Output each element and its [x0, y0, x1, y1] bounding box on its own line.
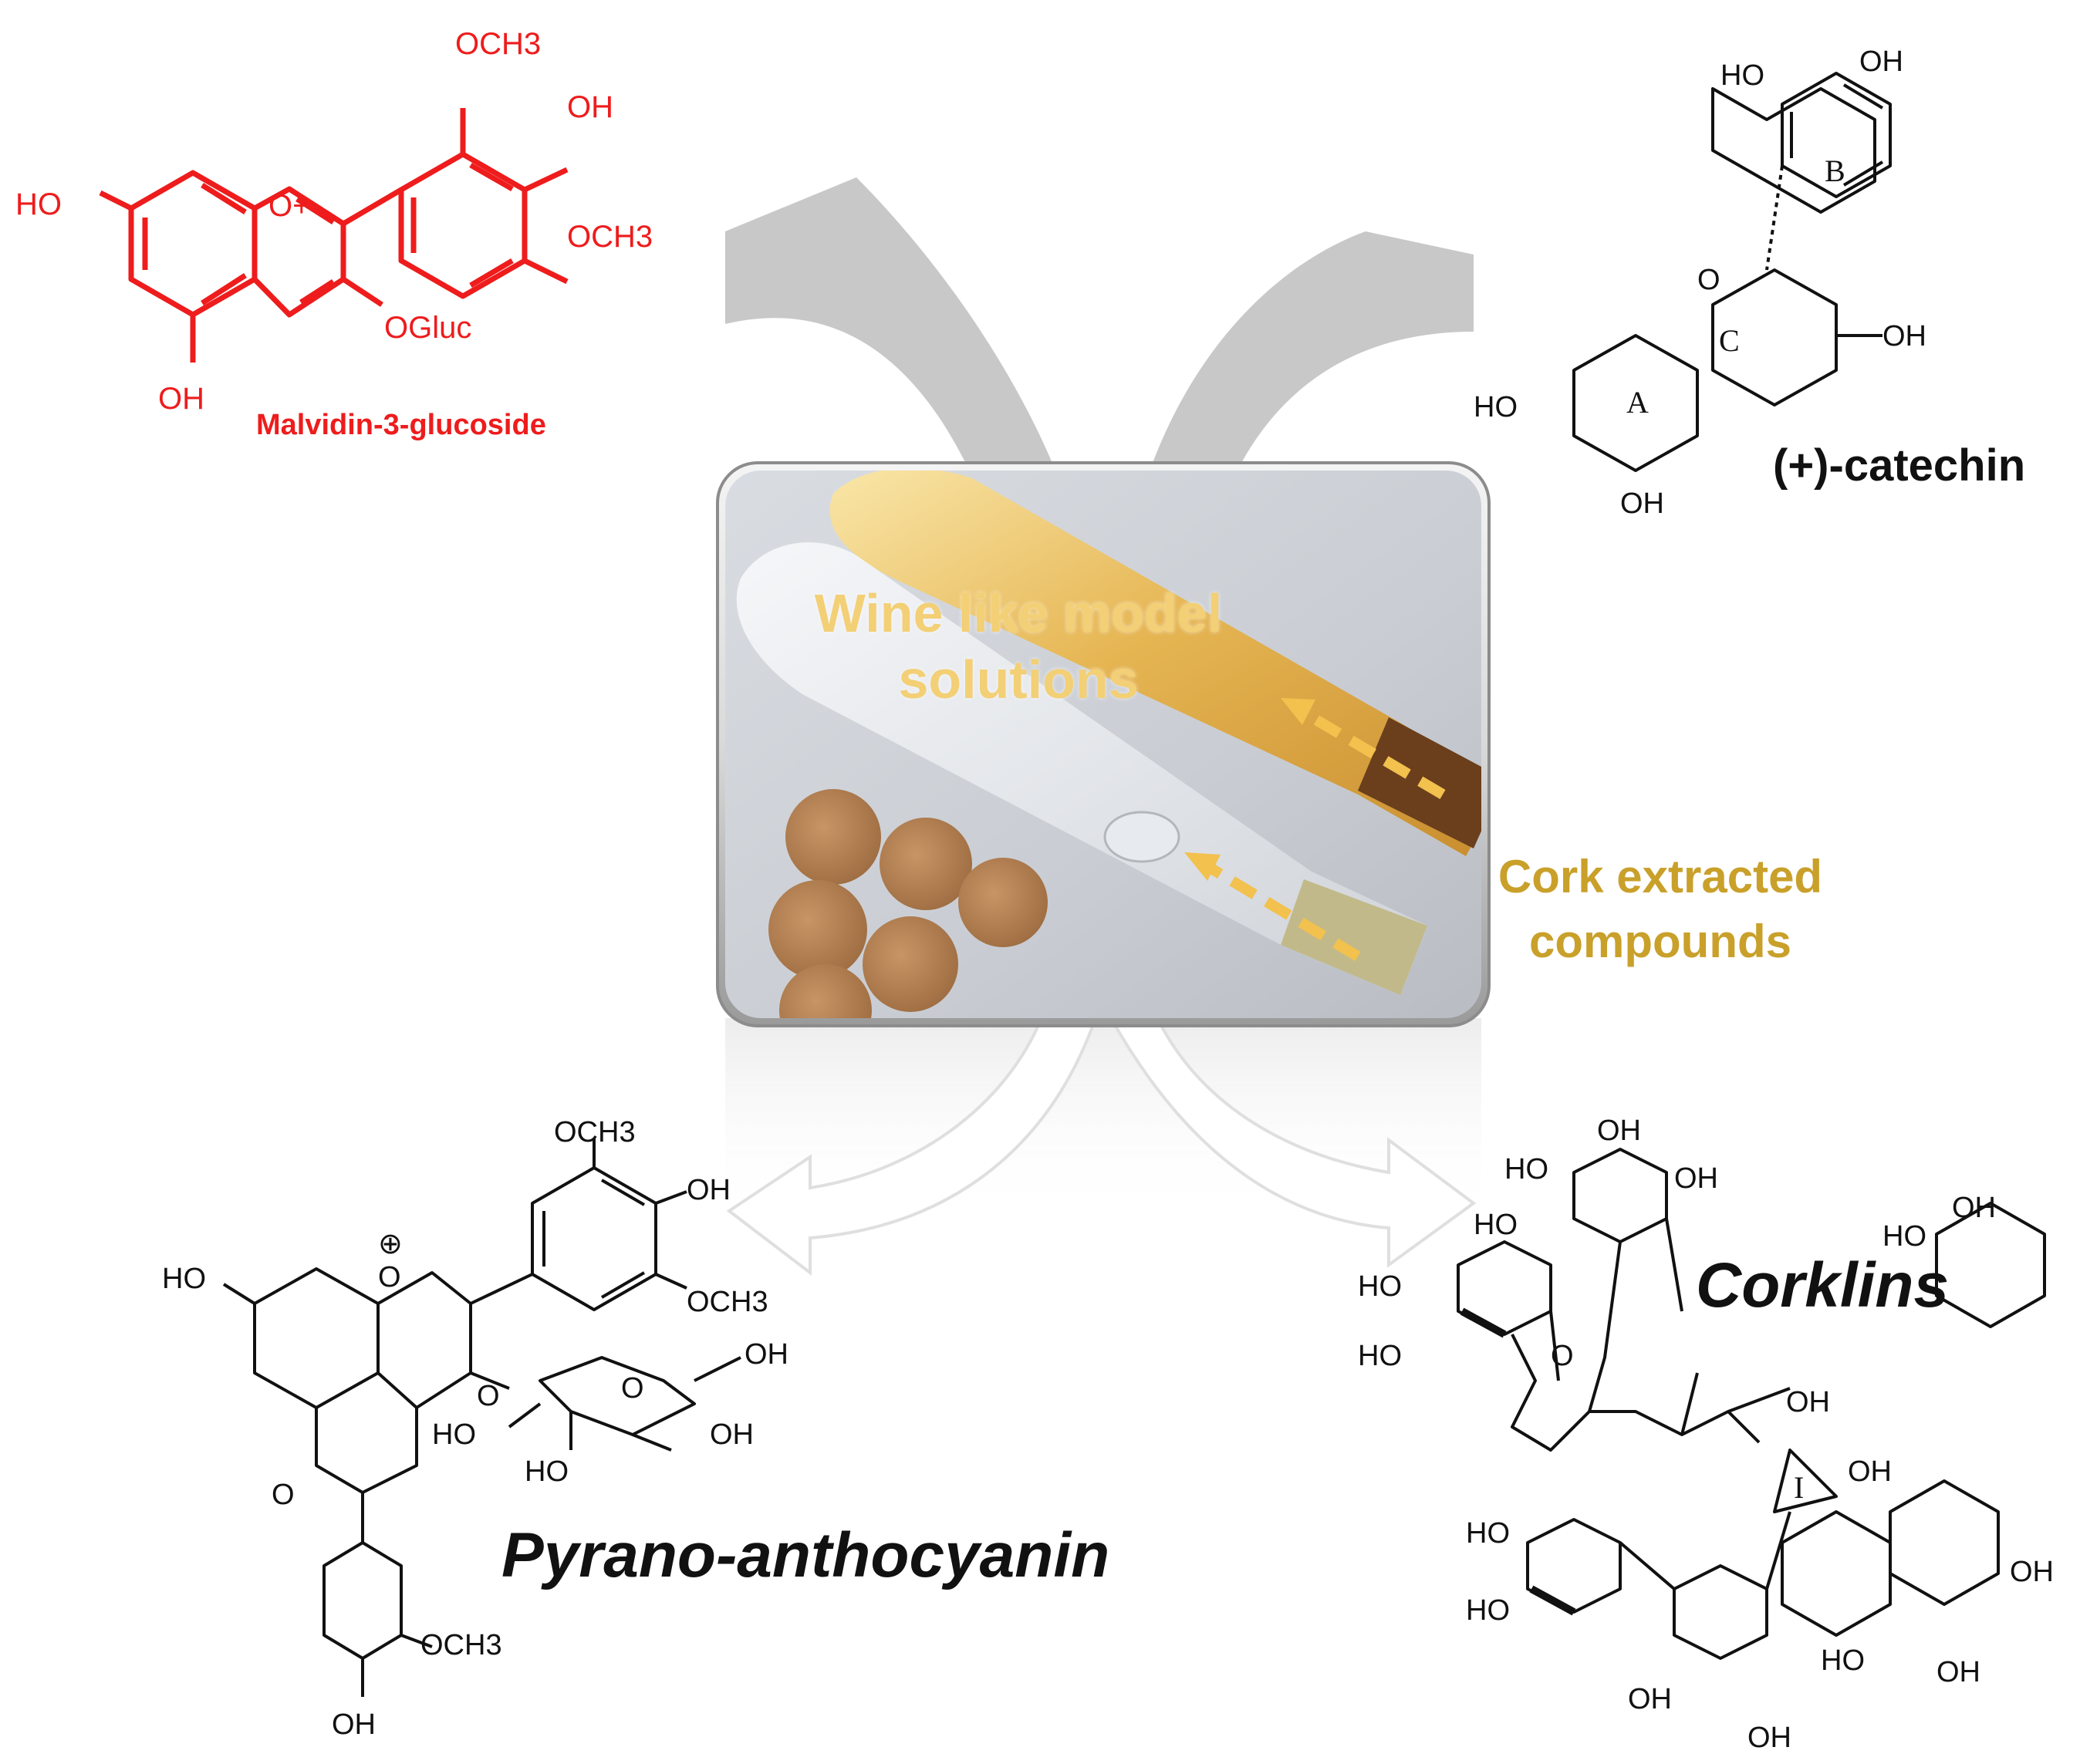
corklins-oh-8: OH [1628, 1683, 1672, 1715]
pyrano-oh-bottom: OH [332, 1708, 376, 1741]
pyrano-o-pyran: O [272, 1479, 295, 1511]
malvidin-title: Malvidin-3-glucoside [256, 409, 546, 441]
corklins-oh-4: OH [1848, 1455, 1892, 1488]
catechin-oh-bottom: OH [1620, 487, 1664, 520]
pyrano-atoms: OCH3 OH OCH3 HO O ⊕ O O OH HO OH HO O OC… [162, 1116, 788, 1741]
dashed-arrow-clear [1184, 852, 1361, 962]
pyrano-och3-bottom: OCH3 [420, 1629, 502, 1661]
pyrano-o-sugar: O [621, 1372, 644, 1405]
pyrano-oh-sugar-1: OH [745, 1338, 788, 1371]
malvidin-och3-right: OCH3 [567, 220, 653, 254]
pyrano-ho-sugar: HO [432, 1418, 476, 1451]
malvidin-ogluc: OGluc [384, 311, 471, 345]
center-title: Wine like model solutions [814, 583, 1223, 710]
corklins-structure [1457, 1148, 2046, 1660]
corklins-oh-1: OH [1597, 1115, 1641, 1147]
corklins-title: Corklins [1696, 1250, 1950, 1320]
corklins-oh-5: OH [1952, 1192, 1996, 1224]
malvidin-oh-right: OH [567, 90, 613, 124]
catechin-o-ring: O [1697, 264, 1720, 296]
malvidin-och3-top: OCH3 [455, 27, 541, 61]
cork-stoppers [768, 789, 1048, 1018]
corklins-atoms: OH HO OH HO HO HO O OH OH I OH HO OH HO … [1358, 1115, 2054, 1754]
pyrano-o-link: O [477, 1380, 500, 1412]
corklins-oh-2: OH [1674, 1162, 1718, 1195]
corklins-o-1: O [1551, 1340, 1574, 1372]
pyrano-oh-sugar-2: OH [710, 1418, 754, 1451]
corklins-ho-8: HO [1821, 1644, 1865, 1677]
clear-bottle [736, 542, 1427, 995]
catechin-ho-top: HO [1720, 59, 1764, 92]
corklins-ho-2: HO [1474, 1209, 1518, 1241]
pyrano-oh-top: OH [687, 1174, 731, 1206]
corklins-ho-3: HO [1358, 1270, 1402, 1303]
catechin-title: (+)-catechin [1773, 440, 2026, 491]
pyrano-charge: ⊕ [378, 1228, 403, 1260]
pyrano-o-plus: O [378, 1261, 401, 1293]
catechin-structure [1572, 72, 1892, 472]
malvidin-atoms: OCH3 OH OCH3 HO O+ OGluc OH [15, 27, 653, 416]
pyrano-title: Pyrano-anthocyanin [501, 1520, 1110, 1590]
corklins-ho-4: HO [1358, 1340, 1402, 1372]
faded-arrows [725, 1017, 1481, 1277]
cork-extracted-label: Cork extracted compounds [1498, 851, 1823, 967]
catechin-ring-c: C [1719, 323, 1740, 358]
pyrano-ho-sugar-2: HO [525, 1455, 569, 1488]
corklins-ho-1: HO [1504, 1153, 1548, 1186]
pyrano-och3-top: OCH3 [554, 1116, 636, 1148]
catechin-ho-left: HO [1474, 391, 1518, 423]
corklins-ho-5: HO [1882, 1220, 1926, 1253]
catechin-ring-b: B [1825, 153, 1845, 188]
pyrano-structure [222, 1138, 741, 1697]
corklins-oh-3: OH [1786, 1386, 1830, 1418]
catechin-oh-top: OH [1859, 46, 1903, 78]
corklins-ring-i: I [1794, 1470, 1804, 1505]
corklins-oh-9: OH [1747, 1722, 1791, 1754]
malvidin-ho-left: HO [15, 187, 62, 221]
corklins-ho-6: HO [1466, 1517, 1510, 1550]
corklins-oh-6: OH [2010, 1556, 2054, 1588]
corklins-oh-7: OH [1936, 1656, 1980, 1688]
curved-arrow-top-right [1142, 231, 1474, 494]
catechin-atoms: HO OH O OH HO OH A B C [1474, 46, 1926, 520]
malvidin-oh-bottom: OH [158, 382, 204, 416]
malvidin-structure [99, 108, 569, 363]
catechin-oh-c3: OH [1882, 320, 1926, 352]
center-photo-frame [716, 461, 1491, 1027]
dashed-arrow-amber [1281, 698, 1446, 800]
malvidin-o-plus: O+ [268, 189, 310, 223]
pyrano-och3-right: OCH3 [687, 1286, 768, 1318]
catechin-ring-a: A [1626, 385, 1649, 420]
pyrano-ho-left: HO [162, 1263, 206, 1295]
curved-arrow-top-left [725, 177, 1065, 494]
corklins-ho-7: HO [1466, 1594, 1510, 1627]
